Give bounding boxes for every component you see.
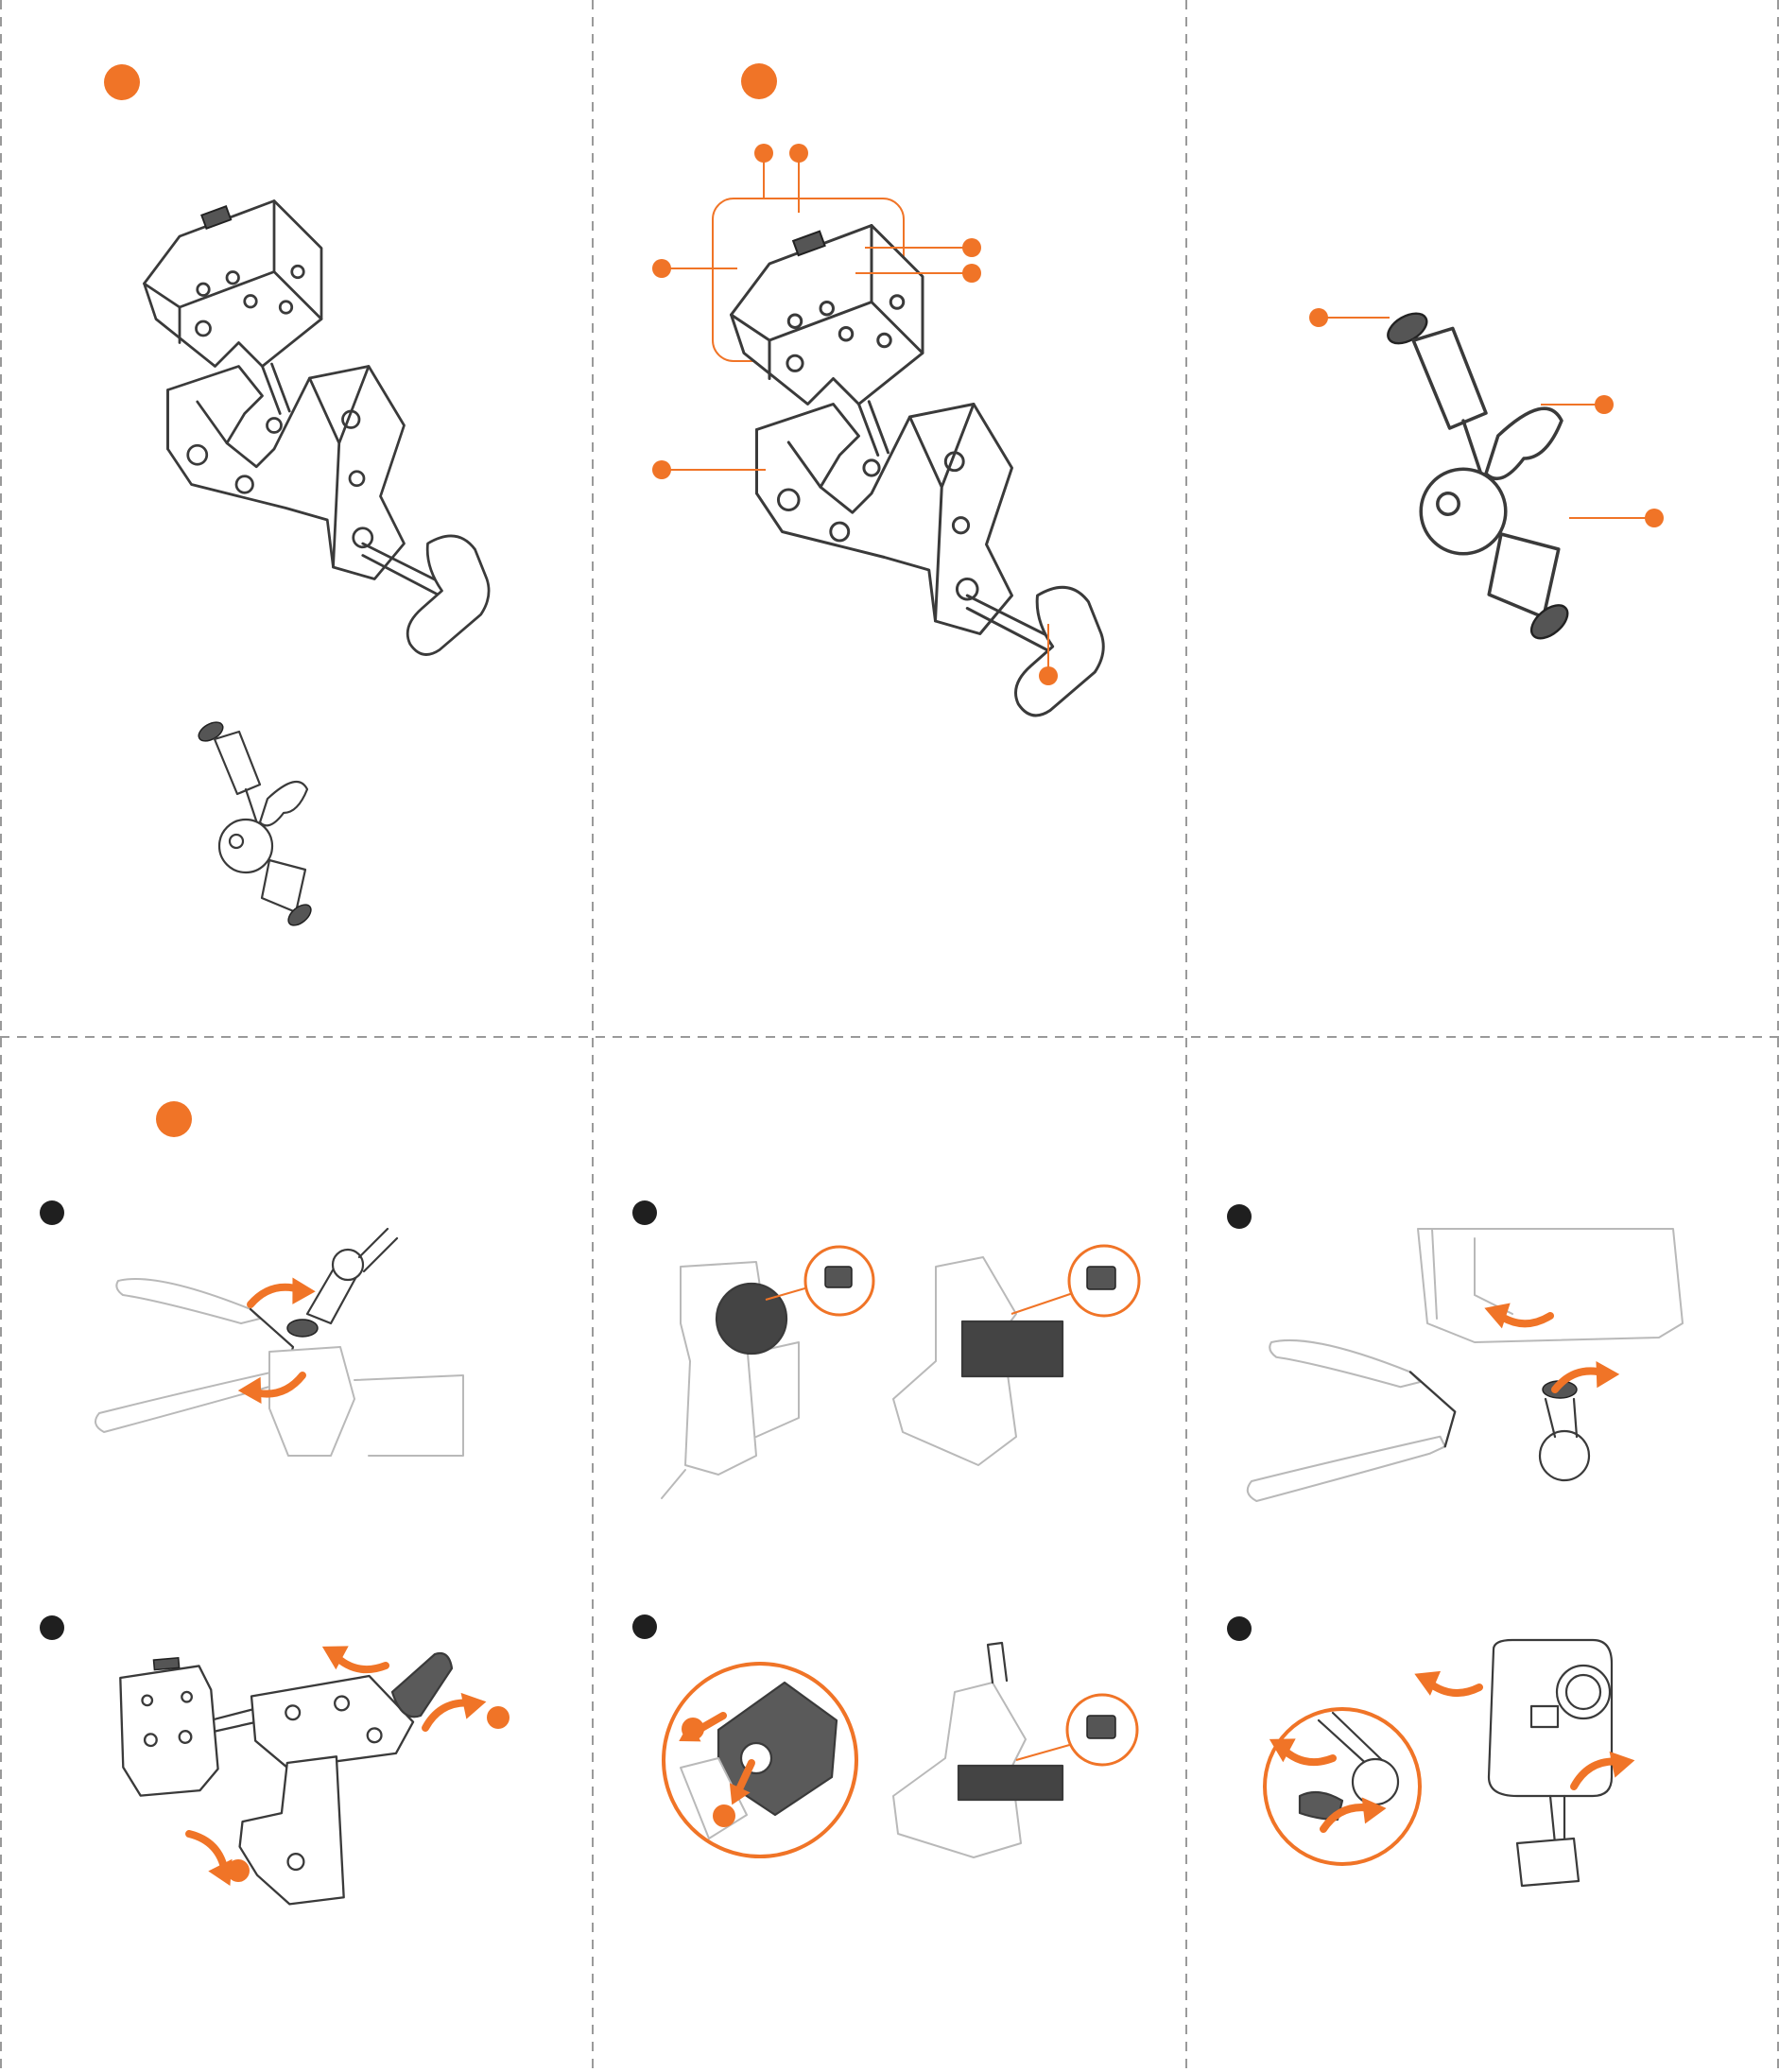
rotate-arrow-icon xyxy=(1410,1665,1481,1707)
step-marker xyxy=(1227,1204,1252,1229)
panel-clamp-parts xyxy=(652,63,1103,716)
callout-dot xyxy=(962,238,981,257)
step-marker xyxy=(632,1614,657,1639)
callout-dot xyxy=(754,144,773,163)
callout-dot xyxy=(227,1859,250,1882)
panel-install-2 xyxy=(632,1200,1139,1857)
panel-arm-parts xyxy=(1309,307,1664,645)
super-clamp-icon xyxy=(114,1638,428,1918)
super-clamp-icon xyxy=(145,201,490,655)
camera-housing-icon xyxy=(1418,1229,1683,1342)
callout-dot xyxy=(652,259,671,278)
callout-dot xyxy=(487,1706,510,1729)
pliers-icon xyxy=(1248,1340,1455,1501)
callout-dot xyxy=(962,264,981,283)
callout-dot xyxy=(789,144,808,163)
callout-dot xyxy=(1039,666,1058,685)
magic-arm-icon xyxy=(196,718,315,929)
panel-contents xyxy=(104,64,489,929)
callout-dot xyxy=(652,460,671,479)
rubber-pad-icon xyxy=(962,1321,1062,1376)
clamp-faint xyxy=(269,1347,463,1456)
rotate-arrow-icon xyxy=(248,1274,317,1309)
camera-housing-icon xyxy=(1489,1640,1612,1796)
rubber-pad-icon xyxy=(959,1766,1062,1800)
panel-install-3 xyxy=(1227,1204,1683,1886)
step-marker xyxy=(632,1200,657,1225)
callout-dot xyxy=(1595,395,1614,414)
callout-dot xyxy=(1645,509,1664,527)
section-marker xyxy=(104,64,140,100)
callout-dot xyxy=(682,1718,704,1740)
section-marker xyxy=(156,1101,192,1137)
section-marker xyxy=(741,63,777,99)
pliers-icon xyxy=(95,1279,293,1432)
rubber-pad-icon xyxy=(717,1284,786,1354)
callout-dot xyxy=(713,1804,735,1827)
magic-arm-icon xyxy=(1383,307,1574,645)
panel-install-1 xyxy=(40,1101,510,1918)
callout-dot xyxy=(1309,308,1328,327)
step-marker xyxy=(40,1200,64,1225)
step-marker xyxy=(40,1615,64,1640)
step-marker xyxy=(1227,1616,1252,1641)
